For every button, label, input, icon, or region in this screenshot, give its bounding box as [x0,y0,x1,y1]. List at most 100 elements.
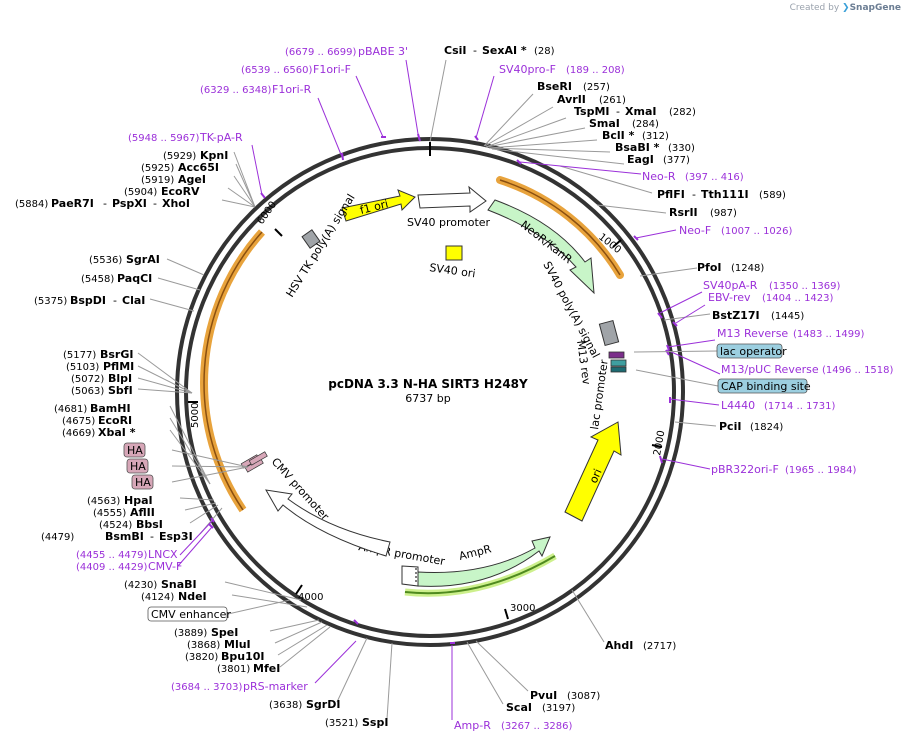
primer-pbabe3: pBABE 3' [358,45,408,58]
enzyme-paqci: PaqCI [117,272,152,285]
primer-sv40pa-r-range: (1350 .. 1369) [769,281,841,292]
sv40-promoter-arrow [417,185,487,213]
enzyme-scai-pos: (3197) [542,703,575,714]
primer-lncx: LNCX [148,548,178,561]
primer-m13-puc-reverse-range: (1496 .. 1518) [822,365,894,376]
enzyme-ecori: EcoRI [98,414,132,427]
tick-2000: 2000 [652,430,667,457]
cap-site-box [717,378,808,394]
watermark-prefix: Created by [789,3,840,13]
enzyme-bsmbi-pos: (4479) [41,532,74,543]
enzyme-spei: SpeI [211,626,238,639]
enzyme-sgrai-pos: (5536) [89,255,122,266]
enzyme-ahdi-pos: (2717) [643,641,676,652]
enzyme-agei-pos: (5919) [141,175,174,186]
enzyme-bsrgi-pos: (5177) [63,350,96,361]
m13-rev-label: M13 rev [574,340,593,386]
orange-arc-left-core [203,231,263,511]
primer-amp-r: Amp-R [454,719,491,732]
enzyme-pflmi: PflMI [103,360,134,373]
sv40-polya-block [598,319,620,347]
plasmid-name: pcDNA 3.3 N-HA SIRT3 H248Y [328,377,528,391]
enzyme-acc65i: Acc65I [178,161,219,174]
enzyme-paer7i: PaeR7I [51,197,94,210]
enzyme-sgrdi: SgrDI [306,698,340,711]
enzyme-csii-dash: - [473,44,477,57]
plasmid-length: 6737 bp [405,392,450,405]
ha-label-1: HA [127,444,143,457]
enzyme-paer7i-dash1: - [103,197,107,210]
primer-m13-puc-reverse: M13/pUC Reverse [721,363,819,376]
hsv-tk-block [301,229,321,249]
enzyme-blpi-pos: (5072) [71,374,104,385]
ampr-arrow [417,536,551,587]
enzyme-ecorv-pos: (5904) [124,187,157,198]
enzyme-esp3i: Esp3I [159,530,193,543]
enzyme-pspxi: PspXI [112,197,147,210]
enzyme-bcli: BclI * [602,129,635,142]
primer-sv40pa-r: SV40pA-R [703,279,758,292]
primer-neo-r-range: (397 .. 416) [685,172,744,183]
ha-box-2 [126,458,149,474]
enzyme-leaders [137,59,717,720]
enzyme-bstz17i-pos: (1445) [771,311,804,322]
enzyme-ecorv: EcoRV [161,185,200,198]
ha-label-2: HA [130,460,146,473]
enzyme-paer7i-dash2: - [153,197,157,210]
enzyme-pflmi-pos: (5103) [66,362,99,373]
enzyme-kpni: KpnI [200,149,228,162]
tick-4000: 4000 [298,592,323,603]
enzyme-bcli-pos: (312) [642,131,669,142]
enzyme-bamhi-pos: (4681) [54,404,87,415]
primer-pbr322ori-f-range: (1965 .. 1984) [785,465,857,476]
enzyme-pflfi: PflFI [657,188,685,201]
enzyme-pfoi-pos: (1248) [731,263,764,274]
enzyme-sbfi-pos: (5063) [71,386,104,397]
enzyme-rsrii: RsrII [669,206,698,219]
lac-operator-label: lac operator [720,345,787,358]
neo-arrow [487,199,595,295]
enzyme-xhoi: XhoI [162,197,190,210]
primer-prs-marker-range: (3684 .. 3703) [171,682,243,693]
cmv-enhancer-box [147,606,228,622]
primer-lncx-range: (4455 .. 4479) [76,550,148,561]
enzyme-sspi: SspI [362,716,388,729]
primer-tk-pa-r: TK-pA-R [199,131,243,144]
ha-tags [240,451,268,473]
box-leaders [171,350,719,615]
sv40-polya-label: SV40 poly(A) signal [540,259,602,360]
primer-f1ori-r: F1ori-R [272,83,312,96]
primer-neo-f-range: (1007 .. 1026) [721,226,793,237]
primer-f1ori-f-range: (6539 .. 6560) [241,65,313,76]
primer-prs-marker: pRS-marker [243,680,308,693]
primer-neo-f: Neo-F [679,224,711,237]
cap-site-label: CAP binding site [721,380,811,393]
enzyme-mlui: MluI [224,638,251,651]
primer-neo-r: Neo-R [642,170,676,183]
enzyme-bbsi: BbsI [136,518,163,531]
enzyme-pfoi: PfoI [697,261,722,274]
enzyme-tth111i: Tth111I [701,188,749,201]
watermark-brand: SnapGene [849,3,901,13]
enzyme-bsabi: BsaBI * [615,141,660,154]
enzyme-bseri: BseRI [537,80,572,93]
sv40-ori-block [445,245,463,261]
enzyme-eagi: EagI [627,153,654,166]
f1-ori-arrow [341,189,416,222]
primer-f1ori-f: F1ori-F [313,63,351,76]
primer-m13-reverse: M13 Reverse [717,327,788,340]
primer-sv40pro-f: SV40pro-F [499,63,556,76]
sv40-promoter-label: SV40 promoter [407,216,491,229]
tick-3000: 3000 [510,603,535,614]
scale-ticks [188,228,663,620]
enzyme-eagi-pos: (377) [663,155,690,166]
enzyme-agei: AgeI [178,173,206,186]
primer-ebv-rev-range: (1404 .. 1423) [762,293,834,304]
enzyme-ahdi: AhdI [605,639,633,652]
enzyme-ecori-pos: (4675) [62,416,95,427]
enzyme-xbai-pos: (4669) [62,428,95,439]
primer-cmv-f: CMV-F [148,560,182,573]
enzyme-tspmi-pos: (282) [669,107,696,118]
primer-ebv-rev: EBV-rev [708,291,751,304]
